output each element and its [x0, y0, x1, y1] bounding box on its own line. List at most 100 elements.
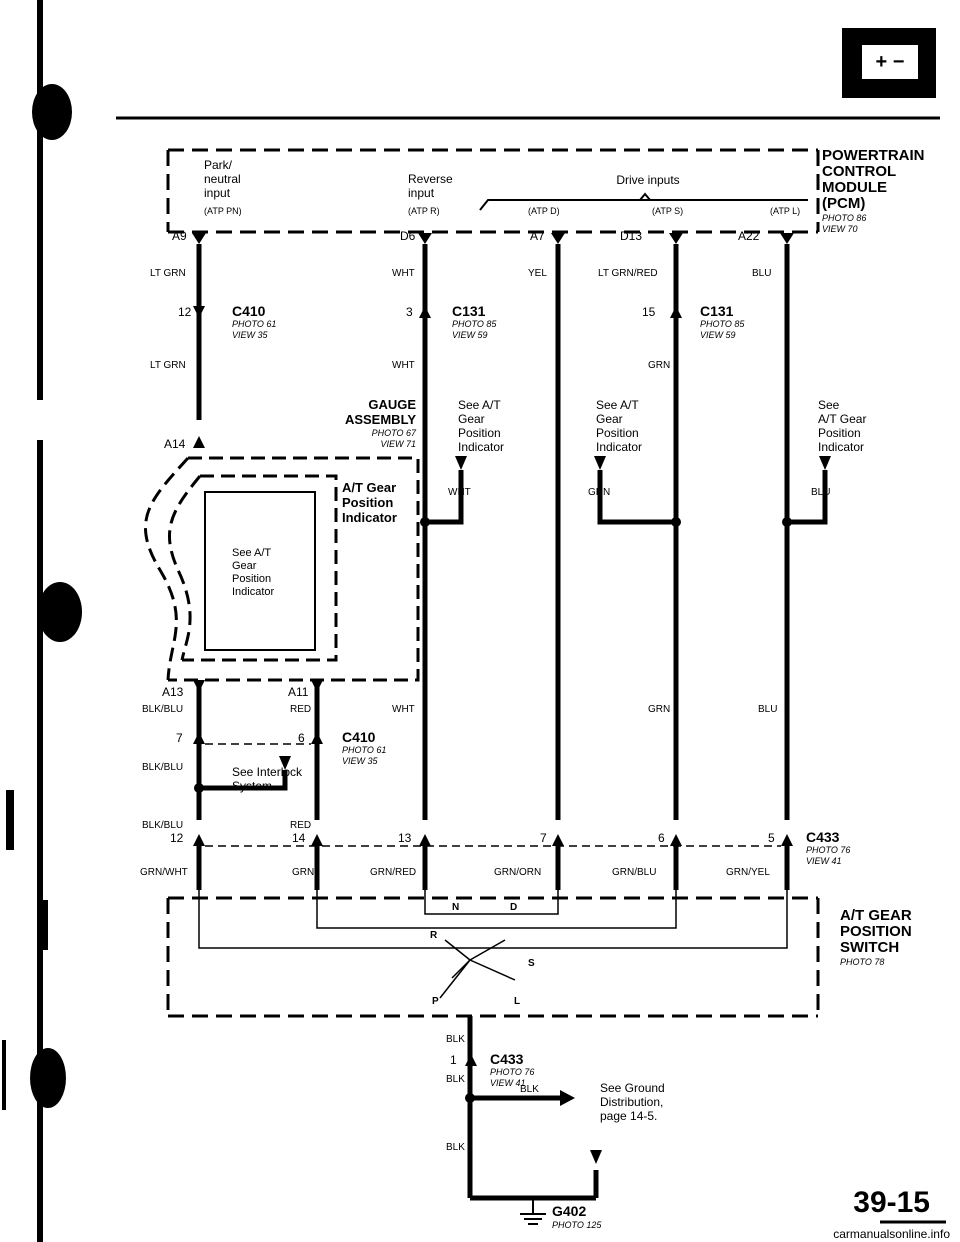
c410-top-photo: PHOTO 61 — [232, 319, 276, 329]
c410-bottom-pin: 6 — [298, 731, 305, 745]
wire-wht-3: WHT — [448, 487, 471, 498]
c433-bottom-photo: PHOTO 76 — [490, 1067, 534, 1077]
atp-s-label: (ATP S) — [652, 206, 683, 216]
wire-lt-grn-red: LT GRN/RED — [598, 268, 658, 279]
pcm-title-line4: (PCM) — [822, 195, 865, 212]
switch-pos-d: D — [510, 902, 517, 913]
see-ind1-line4: Indicator — [458, 440, 504, 454]
wire-grn-red: GRN/RED — [370, 867, 416, 878]
watermark: carmanualsonline.info — [833, 1227, 950, 1241]
gauge-indicator-line3: Indicator — [342, 510, 397, 525]
wire-blu-3: BLU — [758, 704, 777, 715]
pin-a7: A7 — [530, 229, 545, 243]
wire-blk-blu-2: BLK/BLU — [142, 762, 183, 773]
c433-pin-5: 5 — [768, 831, 775, 845]
binding-marks — [2, 0, 82, 1242]
pin-7-left: 7 — [176, 731, 183, 745]
c433-bottom-view: VIEW 41 — [490, 1078, 526, 1088]
wire-grn-4: GRN — [292, 867, 314, 878]
pin-a9: A9 — [172, 229, 187, 243]
c410-top-view: VIEW 35 — [232, 330, 269, 340]
c410-bottom-name: C410 — [342, 729, 376, 745]
switch-internal — [198, 890, 788, 999]
ground-name: G402 — [552, 1203, 586, 1219]
pin-a13: A13 — [162, 685, 184, 699]
pcm-photo: PHOTO 86 — [822, 213, 866, 223]
c131-left-name: C131 — [452, 303, 486, 319]
c131-right-name: C131 — [700, 303, 734, 319]
interlock-line1: See Interlock — [232, 765, 303, 779]
c410-bottom-photo: PHOTO 61 — [342, 745, 386, 755]
ground-wires — [467, 1016, 599, 1201]
see-ind1-line3: Position — [458, 426, 501, 440]
interlock-line2: System — [232, 779, 272, 793]
battery-symbol: + − — [876, 51, 905, 73]
atp-r-label: (ATP R) — [408, 206, 440, 216]
see-ind2-line2: Gear — [596, 412, 623, 426]
switch-wires — [196, 846, 790, 890]
gauge-see-line3: Position — [232, 573, 271, 585]
gauge-view: VIEW 71 — [380, 439, 416, 449]
wire-grn-yel: GRN/YEL — [726, 867, 770, 878]
wire-grn-3: GRN — [648, 704, 670, 715]
gauge-title-line1: GAUGE — [368, 397, 416, 412]
wire-lt-grn-1: LT GRN — [150, 268, 186, 279]
pin-a22: A22 — [738, 229, 760, 243]
c433-pin-14: 14 — [292, 831, 306, 845]
see-ind3-line4: Indicator — [818, 440, 864, 454]
gauge-indicator-line1: A/T Gear — [342, 480, 396, 495]
wire-blu-1: BLU — [752, 268, 771, 279]
pin-d13: D13 — [620, 229, 642, 243]
switch-pos-r: R — [430, 930, 438, 941]
gauge-photo: PHOTO 67 — [372, 428, 417, 438]
pin-a11: A11 — [288, 685, 309, 699]
switch-pos-n: N — [452, 902, 459, 913]
switch-box — [166, 896, 820, 1018]
switch-pos-l: L — [514, 996, 520, 1007]
see-ind2-line4: Indicator — [596, 440, 642, 454]
wire-blk-blu-1: BLK/BLU — [142, 704, 183, 715]
c433-row-photo: PHOTO 76 — [806, 845, 850, 855]
pcm-title-line3: MODULE — [822, 179, 887, 196]
c433-pin-12: 12 — [170, 831, 184, 845]
pcm-view: VIEW 70 — [822, 224, 858, 234]
c131-left-pin: 3 — [406, 305, 413, 319]
see-ind1-line1: See A/T — [458, 398, 501, 412]
gauge-outline — [143, 456, 420, 682]
c131-left-view: VIEW 59 — [452, 330, 488, 340]
switch-title-line3: SWITCH — [840, 939, 899, 956]
c433-row-name: C433 — [806, 829, 840, 845]
reverse-line1: Reverse — [408, 172, 453, 186]
switch-pos-p: P — [432, 996, 439, 1007]
wire-red-1: RED — [290, 704, 311, 715]
wire-runs — [196, 244, 828, 820]
wire-wht-2: WHT — [392, 360, 415, 371]
see-ind2-line3: Position — [596, 426, 639, 440]
switch-photo: PHOTO 78 — [840, 957, 884, 967]
wire-grn-wht: GRN/WHT — [140, 867, 188, 878]
wire-blk-1: BLK — [446, 1034, 465, 1045]
gauge-title-line2: ASSEMBLY — [345, 412, 416, 427]
wire-grn-2: GRN — [588, 487, 610, 498]
see-ind3-line2: A/T Gear — [818, 412, 866, 426]
pin-d6: D6 — [400, 229, 416, 243]
wire-blu-2: BLU — [811, 487, 830, 498]
ground-photo: PHOTO 125 — [552, 1220, 602, 1230]
pcm-title-line1: POWERTRAIN — [822, 147, 925, 164]
c410-top-name: C410 — [232, 303, 266, 319]
page-number: 39-15 — [853, 1186, 930, 1219]
pin-a14: A14 — [164, 437, 186, 451]
see-ind1-line2: Gear — [458, 412, 485, 426]
see-ind2-line1: See A/T — [596, 398, 639, 412]
c433-bottom-pin: 1 — [450, 1053, 457, 1067]
pcm-box — [166, 148, 820, 234]
wire-blk-2: BLK — [446, 1074, 465, 1085]
see-ind3-line1: See — [818, 398, 840, 412]
gauge-indicator-line2: Position — [342, 495, 393, 510]
wire-wht-4: WHT — [392, 704, 415, 715]
gauge-see-line1: See A/T — [232, 547, 271, 559]
wire-red-2: RED — [290, 820, 311, 831]
c433-pin-6: 6 — [658, 831, 665, 845]
park-neutral-line2: neutral — [204, 172, 241, 186]
